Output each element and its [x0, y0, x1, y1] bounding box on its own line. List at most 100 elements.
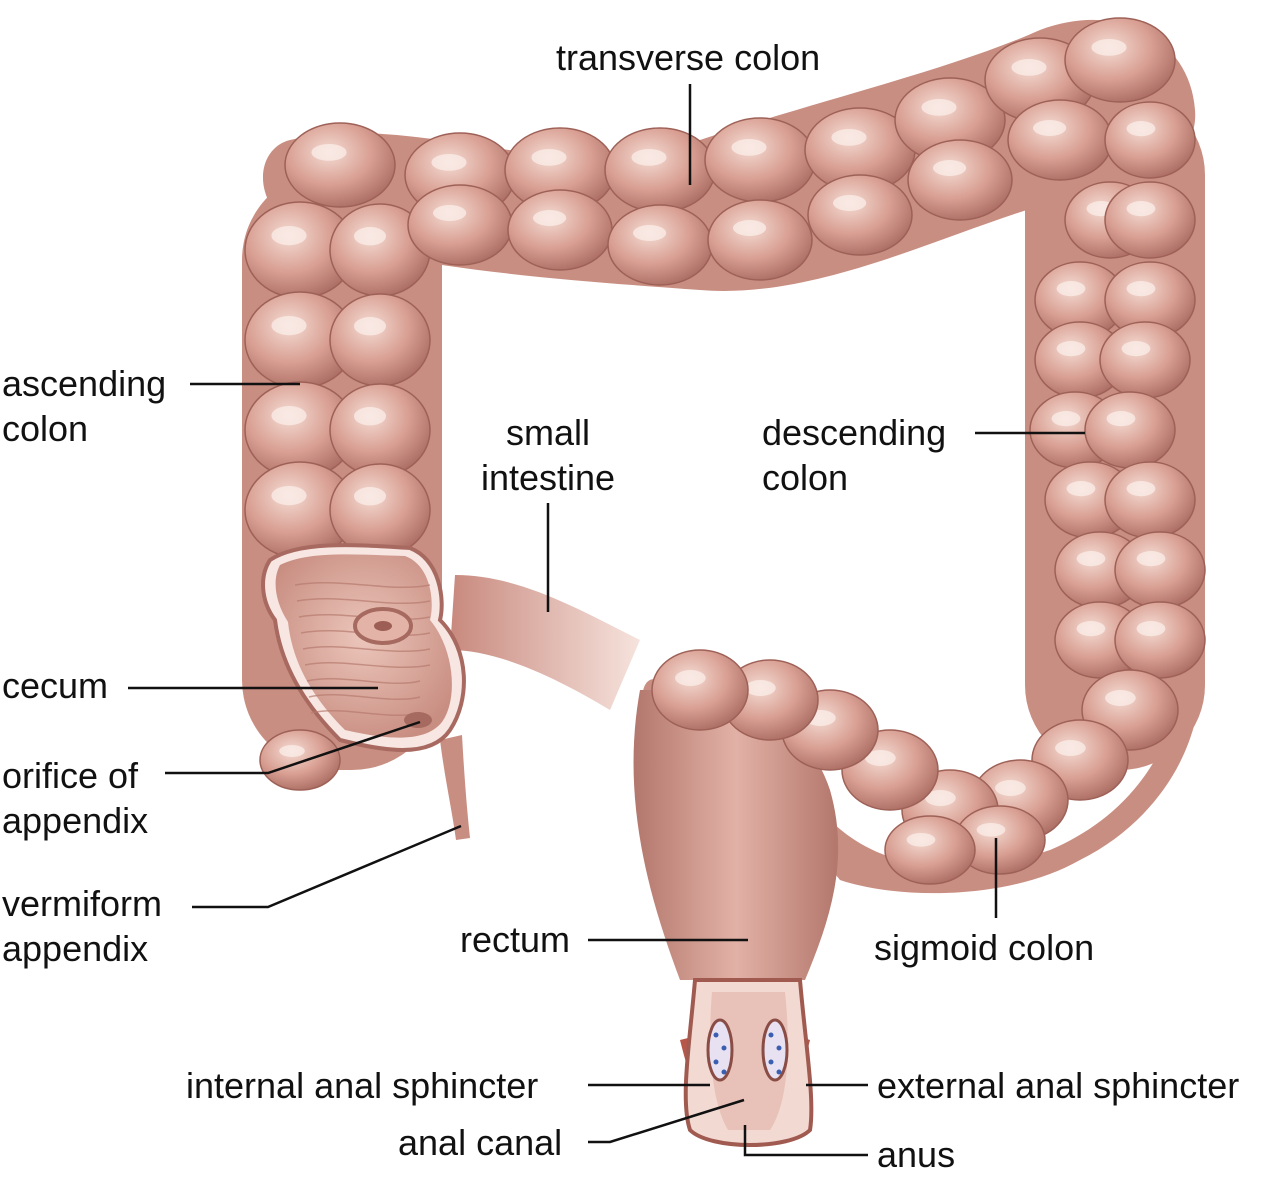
anal-canal-cutaway	[680, 978, 814, 1147]
sigmoid-haustrum-b0-highlight	[976, 823, 1006, 837]
transverse-haustrum-bottom-3-highlight	[732, 220, 767, 236]
sphincter-dot-6	[768, 1059, 774, 1065]
descending-haustrum-10-highlight	[1126, 481, 1156, 497]
colon-haustra	[244, 17, 1206, 885]
label-internal-anal-sphincter: internal anal sphincter	[186, 1065, 539, 1106]
ascending-haustrum-b3	[329, 463, 431, 557]
transverse-haustrum-top-1-highlight	[531, 149, 567, 166]
appendix-body	[440, 735, 470, 840]
descending-haustrum-2	[1104, 181, 1196, 259]
label-anal-canal: anal canal	[398, 1122, 563, 1163]
transverse-haustrum-bottom-1-highlight	[532, 210, 567, 226]
sigmoid-haustrum-7-highlight	[675, 670, 706, 686]
descending-haustrum-10	[1104, 461, 1196, 539]
descending-haustrum-9-highlight	[1066, 481, 1096, 497]
sigmoid-haustrum-b1-highlight	[906, 833, 936, 847]
leader-lines	[128, 84, 1085, 1157]
cecum-haustrum	[259, 729, 341, 791]
hepatic-flexure-haustrum	[284, 122, 396, 208]
label-transverse-colon: transverse colon	[556, 37, 821, 78]
label-descending-colon: descending colon	[762, 412, 947, 498]
transverse-haustrum-top-0-highlight	[431, 154, 467, 171]
ascending-haustrum-b2-highlight	[354, 407, 386, 426]
transverse-haustrum-top-3	[704, 117, 816, 203]
sigmoid-haustrum-6-highlight	[745, 680, 776, 696]
transverse-haustrum-bottom-6	[1007, 99, 1113, 181]
sphincter-dot-5	[776, 1045, 782, 1051]
ileocecal-orifice-hole	[374, 621, 392, 631]
anus-leader	[743, 1125, 868, 1157]
transverse-haustrum-bottom-4	[807, 174, 913, 256]
cecum-haustrum-highlight	[279, 745, 305, 757]
orifice-of-appendix-leader	[165, 720, 421, 775]
sphincter-dot-1	[721, 1045, 727, 1051]
descending-haustrum-12-highlight	[1136, 551, 1166, 567]
cecum-mucosal-folds	[294, 582, 431, 717]
transverse-haustrum-bottom-6-highlight	[1032, 120, 1067, 136]
descending-haustrum-0-highlight	[1126, 121, 1156, 137]
ascending-haustrum-b0-highlight	[354, 227, 386, 246]
transverse-haustrum-bottom-1	[507, 189, 613, 271]
transverse-haustrum-top-5-highlight	[921, 99, 957, 116]
label-orifice-of-appendix: orifice of appendix	[2, 755, 149, 841]
label-ascending-colon: ascending colon	[2, 363, 167, 449]
ascending-haustrum-3-highlight	[271, 486, 307, 506]
transverse-haustrum-bottom-4-highlight	[832, 195, 867, 211]
transverse-haustrum-bottom-3	[707, 199, 813, 281]
ascending-haustrum-1-highlight	[271, 316, 307, 336]
transverse-haustrum-bottom-0-highlight	[432, 205, 467, 221]
sphincter-dot-4	[768, 1032, 774, 1038]
transverse-haustrum-top-7-highlight	[1091, 39, 1127, 56]
sphincter-dot-0	[713, 1032, 719, 1038]
sigmoid-haustrum-b1	[884, 815, 976, 885]
internal-sphincter-right	[761, 1018, 789, 1082]
ascending-haustrum-b1	[329, 293, 431, 387]
descending-haustrum-5-highlight	[1056, 341, 1086, 357]
transverse-haustrum-bottom-5	[907, 139, 1013, 221]
descending-haustrum-0	[1104, 101, 1196, 179]
label-sigmoid-colon: sigmoid colon	[874, 927, 1095, 968]
sigmoid-haustrum-7	[651, 649, 749, 731]
descending-haustrum-13-highlight	[1076, 621, 1106, 637]
transverse-haustrum-bottom-0	[407, 184, 513, 266]
ascending-haustrum-b2	[329, 383, 431, 477]
transverse-haustrum-top-4-highlight	[831, 129, 867, 146]
cecum-inner-wall	[275, 554, 452, 738]
label-rectum: rectum	[460, 919, 571, 960]
label-cecum: cecum	[2, 665, 109, 706]
descending-haustrum-3-highlight	[1056, 281, 1086, 297]
sigmoid-haustrum-0-highlight	[1105, 690, 1136, 706]
descending-haustrum-6	[1099, 321, 1191, 399]
transverse-haustrum-bottom-2-highlight	[632, 225, 667, 241]
descending-haustrum-4-highlight	[1126, 281, 1156, 297]
descending-haustrum-2-highlight	[1126, 201, 1156, 217]
cecum-fold-1	[296, 598, 431, 604]
descending-haustrum-12	[1114, 531, 1206, 609]
label-external-anal-sphincter: external anal sphincter	[877, 1065, 1240, 1106]
descending-haustrum-11-highlight	[1076, 551, 1106, 567]
cecum-fold-0	[294, 582, 431, 588]
label-anus: anus	[877, 1134, 956, 1175]
sigmoid-haustrum-4-highlight	[865, 750, 896, 766]
ascending-haustrum-b1-highlight	[354, 317, 386, 336]
hepatic-flexure-haustrum-highlight	[311, 144, 347, 161]
transverse-haustrum-top-2-highlight	[631, 149, 667, 166]
internal-sphincter-left	[706, 1018, 734, 1082]
transverse-haustrum-top-3-highlight	[731, 139, 767, 156]
sphincter-dot-7	[776, 1069, 782, 1075]
label-vermiform-appendix: vermiform appendix	[2, 883, 162, 969]
sigmoid-haustrum-1-highlight	[1055, 740, 1086, 756]
cecum-cutaway	[261, 543, 466, 752]
small-intestine-body	[450, 575, 640, 710]
sphincter-dot-2	[713, 1059, 719, 1065]
label-small-intestine: small intestine	[480, 412, 616, 498]
transverse-haustrum-top-7	[1064, 17, 1176, 103]
cecum-fold-4	[302, 646, 431, 652]
sphincter-dot-3	[721, 1069, 727, 1075]
rectum-body	[633, 690, 839, 980]
ascending-haustrum-b3-highlight	[354, 487, 386, 506]
transverse-haustrum-bottom-5-highlight	[932, 160, 967, 176]
sphincter-dots	[713, 1032, 782, 1075]
descending-haustrum-8	[1084, 391, 1176, 469]
